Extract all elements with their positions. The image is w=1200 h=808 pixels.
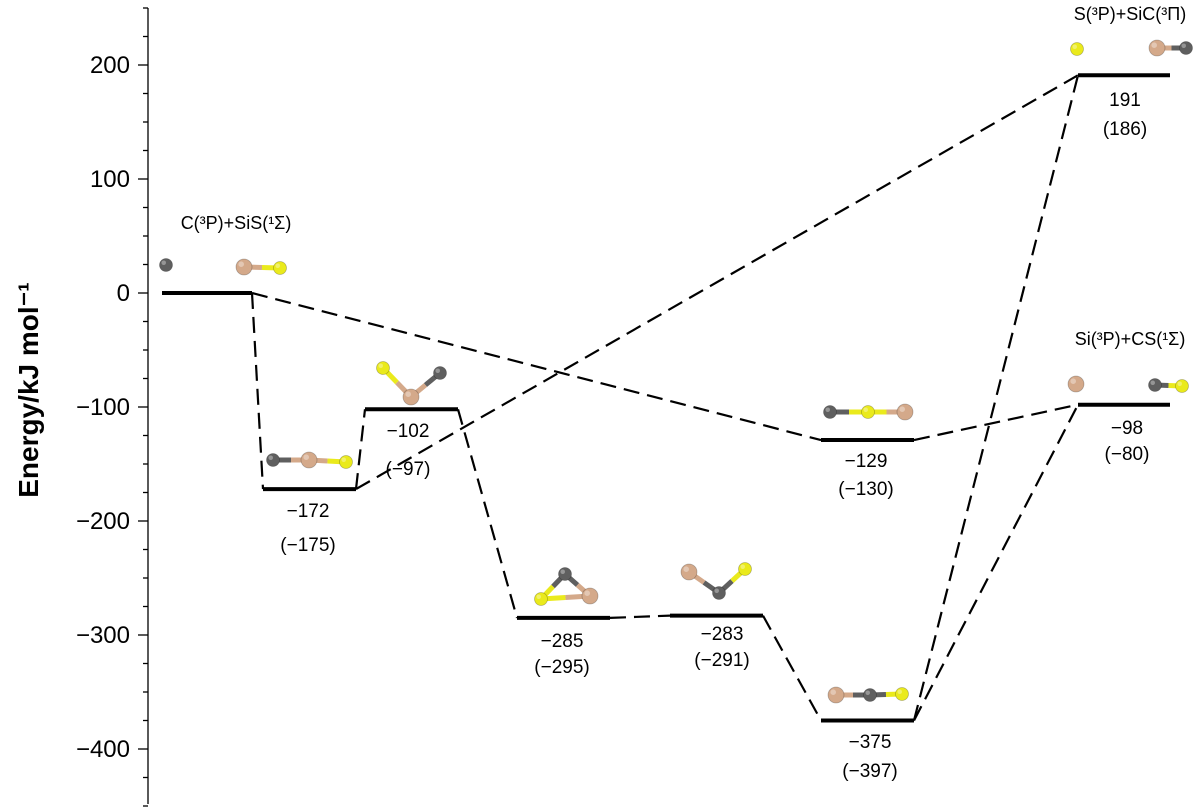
atom-highlight	[161, 260, 167, 265]
atom-c	[159, 258, 173, 272]
energy-value-label: −129	[845, 451, 888, 472]
atom-s	[1070, 42, 1084, 56]
atom-c	[712, 586, 726, 600]
atom-highlight	[584, 590, 590, 596]
energy-value-alt-label: (−291)	[694, 650, 749, 671]
atom-highlight	[1151, 42, 1157, 48]
atom-si	[896, 403, 914, 421]
connection-line	[250, 292, 265, 490]
energy-value-alt-label: (−97)	[386, 459, 431, 480]
energy-value-alt-label: (−397)	[842, 761, 897, 782]
atom-si	[581, 587, 599, 605]
energy-levels	[162, 73, 1170, 723]
atom-c	[1179, 41, 1193, 55]
connection-line	[354, 409, 367, 490]
y-tick-label: 0	[117, 280, 130, 307]
energy-value-label: −375	[849, 732, 892, 753]
atom-highlight	[825, 407, 830, 412]
atom-highlight	[740, 564, 745, 569]
atom-highlight	[341, 457, 346, 462]
energy-value-label: −285	[541, 631, 584, 652]
atom-si	[1148, 39, 1166, 57]
atom-highlight	[238, 261, 244, 268]
atom-highlight	[405, 391, 412, 398]
atom-si	[402, 388, 420, 406]
atom-s	[339, 455, 353, 469]
y-tick-label: −400	[76, 736, 130, 763]
atom-s	[273, 261, 287, 275]
atom-highlight	[435, 368, 440, 373]
atom-highlight	[268, 455, 273, 460]
atom-highlight	[897, 689, 902, 694]
connection-line	[913, 404, 1079, 722]
connection-line	[912, 74, 1080, 721]
species-label: S(³P)+SiC(³Π)	[1074, 4, 1187, 24]
atom-c	[433, 366, 447, 380]
energy-value-alt-label: (−175)	[280, 535, 335, 556]
connections	[250, 74, 1080, 722]
y-tick-label: 200	[90, 52, 130, 79]
atom-si	[235, 258, 253, 276]
energy-value-label: −172	[287, 501, 330, 522]
atom-c	[266, 453, 280, 467]
connection-line	[251, 291, 822, 442]
molecule-drawings	[159, 39, 1193, 704]
atom-highlight	[1070, 378, 1076, 385]
energy-value-label: −283	[701, 624, 744, 645]
atom-highlight	[275, 263, 280, 268]
atom-s	[861, 405, 875, 419]
atom-highlight	[899, 406, 905, 413]
atom-si	[827, 686, 845, 704]
atom-highlight	[1177, 381, 1182, 386]
species-label: Si(³P)+CS(¹Σ)	[1075, 329, 1186, 349]
atom-c	[823, 405, 837, 419]
connection-line	[609, 614, 671, 619]
y-tick-label: 100	[90, 166, 130, 193]
atom-c	[558, 567, 572, 581]
atom-highlight	[865, 690, 870, 695]
atom-s	[895, 687, 909, 701]
energy-value-label: −102	[387, 421, 430, 442]
connection-line	[913, 403, 1079, 442]
atom-c	[863, 688, 877, 702]
energy-value-alt-label: (−295)	[534, 657, 589, 678]
atom-s	[1175, 379, 1189, 393]
atom-si	[1067, 375, 1085, 393]
atom-highlight	[560, 569, 565, 574]
level-labels: C(³P)+SiS(¹Σ) −172 (−175) −102 (−97) −285 (−29…	[181, 4, 1187, 782]
atom-highlight	[536, 594, 541, 599]
atom-s	[738, 562, 752, 576]
atom-highlight	[1150, 380, 1155, 385]
y-tick-label: −100	[76, 394, 130, 421]
energy-value-alt-label: (186)	[1103, 119, 1147, 140]
atom-highlight	[378, 363, 383, 368]
y-axis: 200 100 0 −100 −200 −300 −400	[76, 7, 149, 807]
atom-highlight	[830, 689, 836, 695]
atom-s	[534, 592, 548, 606]
energy-value-alt-label: (−80)	[1105, 444, 1150, 465]
atom-c	[1148, 378, 1162, 392]
species-label: C(³P)+SiS(¹Σ)	[181, 213, 292, 233]
energy-value-label: 191	[1109, 90, 1141, 111]
atom-highlight	[1072, 44, 1077, 49]
y-axis-label: Energy/kJ mol⁻¹	[13, 282, 44, 498]
atom-highlight	[863, 407, 868, 412]
atom-s	[376, 361, 390, 375]
atom-highlight	[1181, 43, 1186, 48]
energy-value-alt-label: (−130)	[838, 479, 893, 500]
connection-line	[355, 74, 1079, 491]
connection-line	[762, 615, 822, 722]
y-tick-label: −300	[76, 622, 130, 649]
connection-line	[456, 408, 519, 619]
atom-highlight	[714, 588, 719, 593]
y-tick-label: −200	[76, 508, 130, 535]
atom-highlight	[683, 566, 689, 572]
atom-si	[680, 563, 698, 581]
energy-value-label: −98	[1111, 418, 1143, 439]
atom-si	[300, 451, 318, 469]
atom-highlight	[303, 454, 310, 461]
